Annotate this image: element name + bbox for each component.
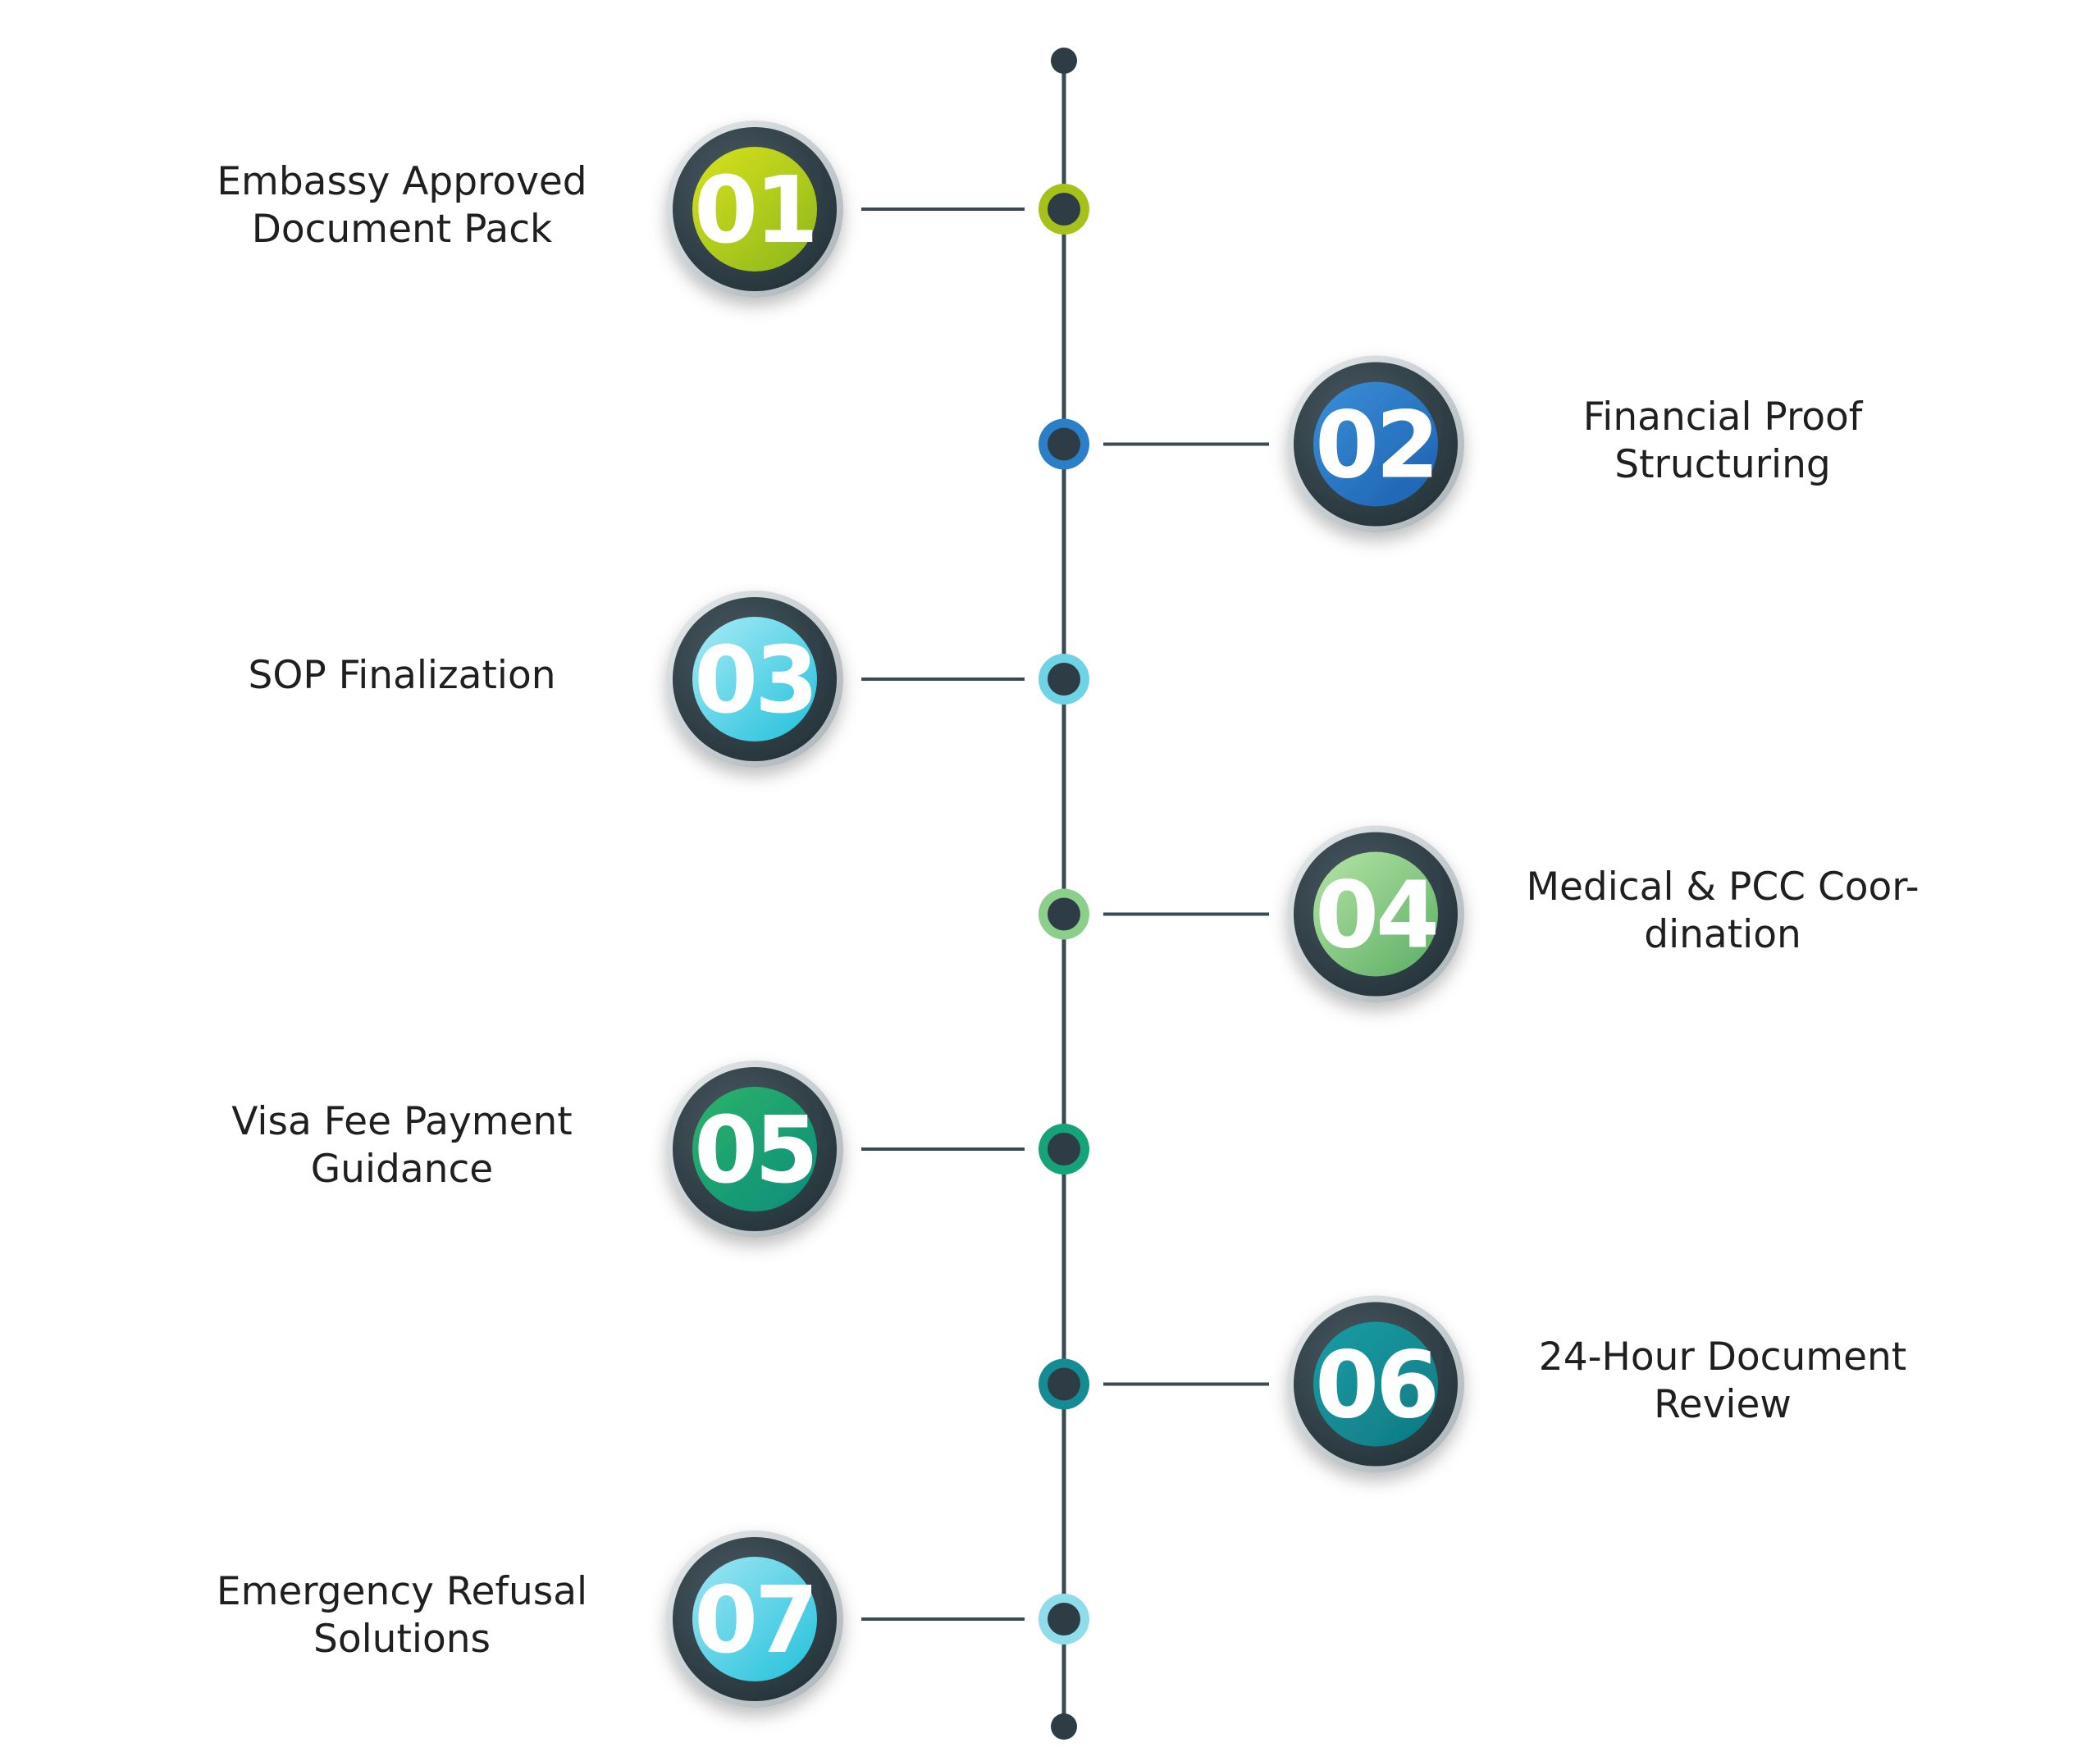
step-number: 01 [694, 157, 815, 264]
timeline-marker-dot [1048, 897, 1080, 931]
step-badge [1287, 1295, 1464, 1473]
step-number: 05 [694, 1097, 815, 1204]
timeline-end-dot [1051, 1713, 1077, 1740]
step-number: 07 [694, 1567, 815, 1674]
timeline-marker-dot [1048, 427, 1080, 461]
step-label-03: SOP Finalization [107, 652, 697, 700]
timeline-step-04: 04 [1039, 825, 1464, 1003]
timeline-start-dot [1051, 48, 1077, 74]
timeline-marker-dot [1048, 1367, 1080, 1401]
timeline-step-06: 06 [1039, 1295, 1464, 1473]
step-label-line: Guidance [310, 1147, 494, 1192]
timeline-marker-dot [1048, 663, 1080, 696]
badge-color-disc [692, 147, 817, 271]
step-badge [666, 1061, 843, 1238]
badge-color-disc [1313, 381, 1438, 507]
step-label-line: Review [1654, 1381, 1792, 1427]
badge-color-disc [1313, 851, 1438, 977]
timeline-step-03: 03 [666, 591, 1089, 768]
step-label-line: Structuring [1614, 441, 1831, 487]
step-badge [1287, 825, 1464, 1003]
step-label-line: Medical & PCC Coor- [1526, 864, 1920, 910]
timeline-step-05: 05 [666, 1061, 1089, 1238]
step-label-line: Emergency Refusal [216, 1569, 588, 1614]
step-label-line: Embassy Approved [217, 159, 587, 204]
step-label-line: Visa Fee Payment [231, 1099, 573, 1144]
step-badge [666, 591, 843, 768]
timeline-marker-dot [1048, 1133, 1080, 1166]
step-label-line: dination [1644, 911, 1801, 957]
step-badge [1287, 355, 1464, 533]
step-label-line: SOP Finalization [248, 653, 556, 698]
timeline-marker-dot [1048, 193, 1080, 226]
timeline-step-02: 02 [1039, 355, 1464, 533]
step-number: 03 [694, 627, 815, 734]
badge-color-disc [692, 1087, 817, 1211]
step-badge [666, 121, 843, 298]
timeline-step-01: 01 [666, 121, 1089, 298]
step-label-line: Document Pack [251, 207, 553, 252]
step-label-line: 24-Hour Document [1538, 1334, 1907, 1380]
badge-color-disc [692, 617, 817, 741]
step-number: 02 [1315, 393, 1436, 500]
step-label-line: Financial Proof [1582, 394, 1863, 440]
step-number: 06 [1315, 1333, 1436, 1439]
timeline-marker-dot [1048, 1603, 1080, 1636]
timeline-step-07: 07 [666, 1531, 1089, 1708]
step-number: 04 [1315, 863, 1436, 969]
step-badge [666, 1531, 843, 1708]
step-label-line: Solutions [313, 1617, 491, 1662]
step-label-04: Medical & PCC Coor-dination [1427, 864, 2018, 959]
badge-color-disc [1313, 1321, 1438, 1447]
badge-color-disc [692, 1557, 817, 1681]
